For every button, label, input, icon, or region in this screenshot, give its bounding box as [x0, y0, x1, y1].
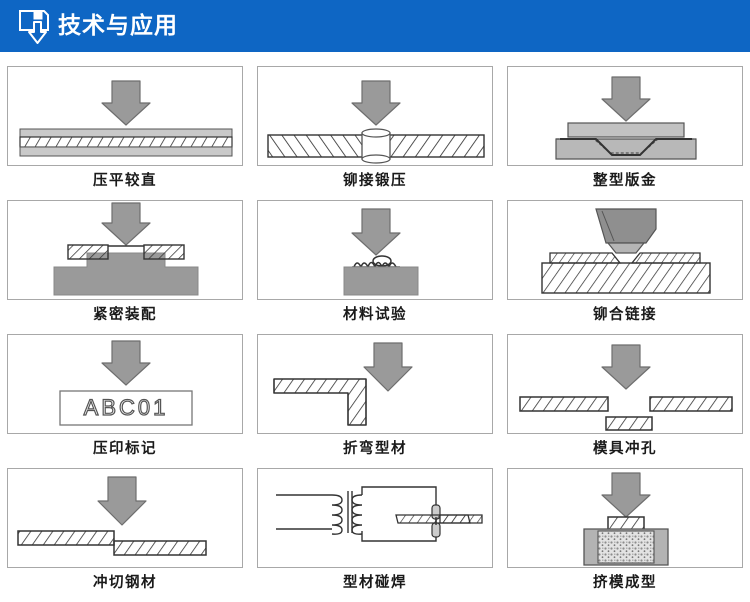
press-arrow [101, 80, 151, 126]
stamp-text: ABC01 [84, 395, 169, 420]
flat-strip-stack [19, 128, 233, 157]
assembly-tee-illustration [53, 202, 199, 296]
shear-strip-illustration [17, 476, 207, 556]
illustration-panel: ABC01 [7, 334, 243, 434]
process-cell-sheet-metal-form[interactable]: 整型版金 [507, 66, 743, 200]
left-bearing [67, 244, 109, 260]
bend-angle-illustration [273, 342, 413, 426]
illustration-panel [257, 200, 493, 300]
press-arrow [601, 76, 651, 122]
rivet-punch-plate-illustration [541, 208, 711, 294]
process-grid: 压平较直 [7, 66, 743, 602]
process-cell-rivet-link[interactable]: 铆合链接 [507, 200, 743, 334]
compressed-spring [352, 255, 400, 270]
process-cell-die-punch[interactable]: 模具冲孔 [507, 334, 743, 468]
punched-slug [605, 416, 653, 431]
process-cell-bend-profile[interactable]: 折弯型材 [257, 334, 493, 468]
process-cell-material-test[interactable]: 材料试验 [257, 200, 493, 334]
press-arrow [363, 342, 413, 392]
punched-strip [519, 396, 733, 412]
illustration-panel [507, 468, 743, 568]
transformer-core [347, 491, 353, 533]
press-flat-strip-illustration [19, 80, 233, 157]
press-arrow [97, 476, 147, 526]
cell-caption: 紧密装配 [93, 307, 157, 323]
process-cell-rivet-forge[interactable]: 铆接锻压 [257, 66, 493, 200]
transformer-weld-illustration [276, 486, 483, 542]
secondary-circuit [351, 486, 437, 542]
illustration-panel [7, 66, 243, 166]
cell-caption: 压平较直 [93, 173, 157, 189]
sheared-strip [17, 530, 207, 556]
illustration-panel [257, 468, 493, 568]
cell-caption: 挤模成型 [593, 575, 657, 591]
illustration-panel [7, 468, 243, 568]
press-arrow [351, 208, 401, 256]
stamped-plate: ABC01 [59, 390, 193, 426]
riveted-bar [267, 128, 485, 164]
base-plate [541, 262, 711, 294]
process-cell-flatten-straighten[interactable]: 压平较直 [7, 66, 243, 200]
cell-caption: 折弯型材 [343, 441, 407, 457]
sheet-metal-die-illustration [555, 76, 697, 160]
cell-caption: 模具冲孔 [593, 441, 657, 457]
process-cell-profile-spot-weld[interactable]: 型材碰焊 [257, 468, 493, 602]
upper-die [567, 122, 685, 138]
cell-caption: 铆接锻压 [343, 173, 407, 189]
press-arrow [351, 80, 401, 126]
material-spring-illustration [343, 208, 419, 296]
process-cell-cut-steel[interactable]: 冲切钢材 [7, 468, 243, 602]
stamp-text-box-illustration: ABC01 [59, 340, 193, 426]
press-arrow [601, 472, 651, 518]
press-arrow [101, 202, 151, 246]
illustration-panel [507, 200, 743, 300]
illustration-panel [257, 334, 493, 434]
formed-sheet [560, 138, 692, 156]
page-header: 技术与应用 [0, 0, 750, 52]
bent-angle-profile [273, 378, 367, 426]
cell-caption: 铆合链接 [593, 307, 657, 323]
process-cell-extrusion-mold[interactable]: 挤模成型 [507, 468, 743, 602]
cell-caption: 材料试验 [343, 307, 407, 323]
mold-container [583, 528, 669, 566]
illustration-panel [7, 200, 243, 300]
illustration-panel [257, 66, 493, 166]
test-block [343, 266, 419, 296]
illustration-panel [507, 66, 743, 166]
upper-plates [549, 252, 701, 264]
press-arrow [601, 344, 651, 390]
punch-hole-strip-illustration [519, 344, 733, 431]
right-bearing [143, 244, 185, 260]
cell-caption: 压印标记 [93, 441, 157, 457]
punch-tool [595, 208, 657, 254]
floppy-disk-download-icon [19, 10, 49, 44]
cell-caption: 型材碰焊 [343, 575, 407, 591]
press-arrow [101, 340, 151, 386]
process-cell-tight-assembly[interactable]: 紧密装配 [7, 200, 243, 334]
extrusion-die-illustration [583, 472, 669, 566]
page-title: 技术与应用 [58, 12, 178, 39]
illustration-panel [507, 334, 743, 434]
cell-caption: 冲切钢材 [93, 575, 157, 591]
primary-circuit [276, 494, 343, 535]
process-cell-stamp-mark[interactable]: ABC01 压印标记 [7, 334, 243, 468]
rivet-forge-bar-illustration [267, 80, 485, 164]
welded-profiles [395, 514, 483, 524]
cell-caption: 整型版金 [593, 173, 657, 189]
